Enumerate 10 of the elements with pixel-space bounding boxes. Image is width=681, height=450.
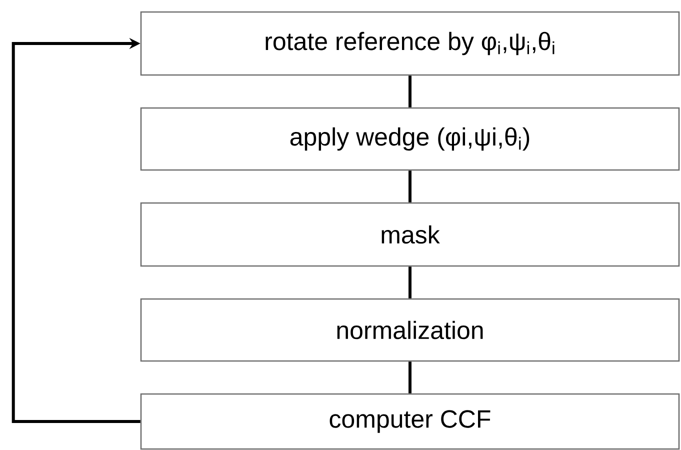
connector [408, 170, 412, 202]
connector [12, 38, 140, 423]
connector [408, 266, 412, 298]
process-box: apply wedge (φi,ψi,θ$_{i}$) [140, 107, 680, 171]
process-box: rotate reference by φ$_{i}$,ψ$_{i}$,θ$_{i}$ [140, 11, 680, 76]
process-box: normalization [140, 298, 680, 362]
process-box: computer CCF [140, 393, 680, 450]
connector [408, 76, 412, 108]
process-box: mask [140, 202, 680, 267]
connector [408, 362, 412, 394]
